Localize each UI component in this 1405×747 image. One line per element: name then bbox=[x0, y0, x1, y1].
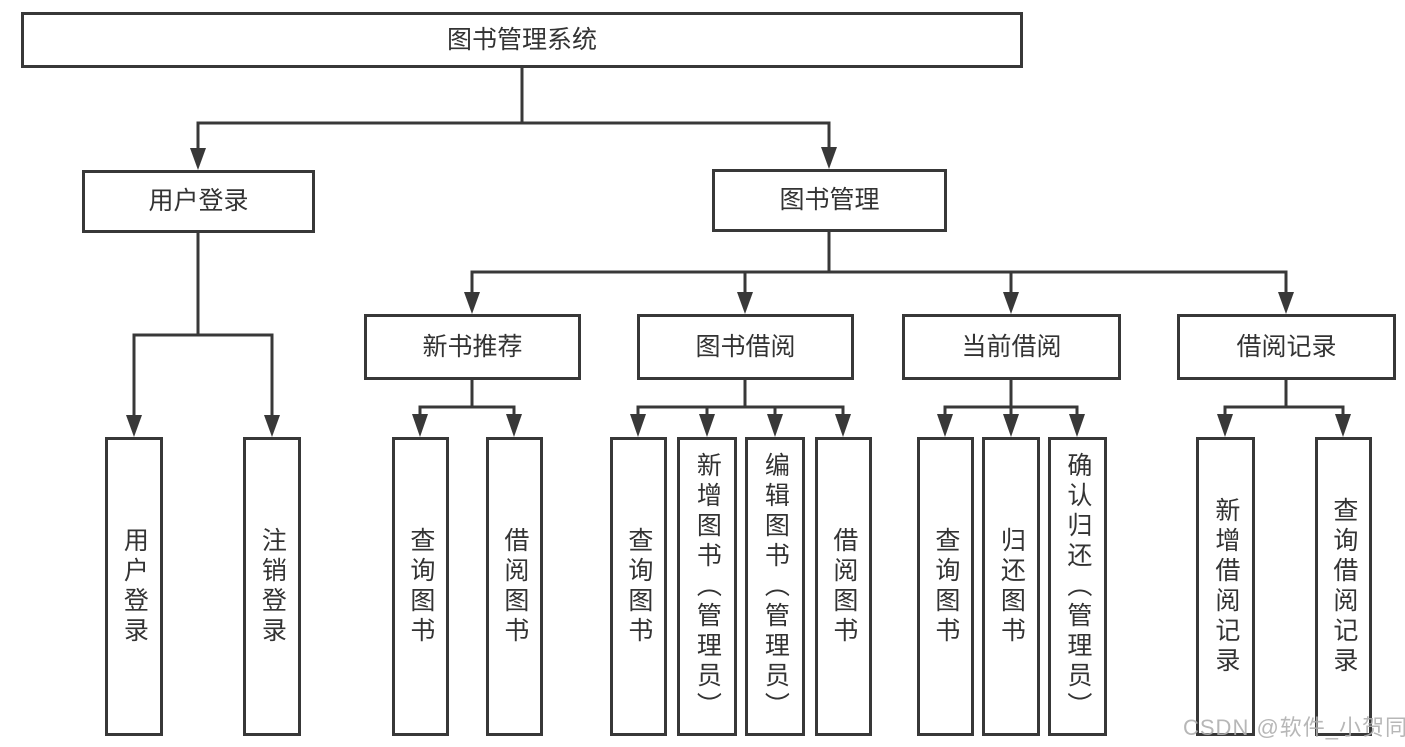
leaf-add-borrow-record: 新增借阅记录 bbox=[1196, 437, 1255, 736]
leaf-current-query-book: 查询图书 bbox=[917, 437, 974, 736]
node-label: 借阅记录 bbox=[1236, 332, 1337, 361]
node-book-borrowing: 图书借阅 bbox=[637, 314, 854, 380]
node-user-login: 用户登录 bbox=[82, 170, 315, 233]
leaf-label: 归还图书 bbox=[997, 526, 1026, 647]
leaf-label: 查询图书 bbox=[406, 526, 435, 647]
leaf-edit-book-admin: 编辑图书（管理员） bbox=[745, 437, 805, 736]
leaf-label: 新增图书（管理员） bbox=[693, 451, 722, 722]
leaf-label: 查询图书 bbox=[624, 526, 653, 647]
node-label: 当前借阅 bbox=[961, 332, 1062, 361]
leaf-logout: 注销登录 bbox=[243, 437, 301, 736]
node-current-borrowing: 当前借阅 bbox=[902, 314, 1121, 380]
leaf-query-borrow-record: 查询借阅记录 bbox=[1315, 437, 1372, 736]
csdn-watermark: CSDN @软件_小贺同学 bbox=[1183, 715, 1405, 740]
leaf-label: 查询图书 bbox=[931, 526, 960, 647]
node-label: 图书管理系统 bbox=[446, 25, 597, 54]
leaf-label: 新增借阅记录 bbox=[1211, 496, 1240, 677]
node-borrowing-records: 借阅记录 bbox=[1177, 314, 1396, 380]
leaf-borrowing-query-book: 查询图书 bbox=[610, 437, 667, 736]
node-library-management-system: 图书管理系统 bbox=[21, 12, 1023, 68]
leaf-return-book: 归还图书 bbox=[982, 437, 1040, 736]
node-label: 图书借阅 bbox=[695, 332, 796, 361]
leaf-confirm-return-admin: 确认归还（管理员） bbox=[1048, 437, 1107, 736]
leaf-recommend-borrow-book: 借阅图书 bbox=[486, 437, 543, 736]
leaf-label: 注销登录 bbox=[258, 526, 287, 647]
leaf-recommend-query-book: 查询图书 bbox=[392, 437, 449, 736]
leaf-borrowing-borrow-book: 借阅图书 bbox=[815, 437, 872, 736]
leaf-label: 编辑图书（管理员） bbox=[761, 451, 790, 722]
node-label: 用户登录 bbox=[148, 187, 249, 216]
node-label: 新书推荐 bbox=[422, 332, 523, 361]
leaf-label: 查询借阅记录 bbox=[1329, 496, 1358, 677]
node-label: 图书管理 bbox=[779, 186, 880, 215]
leaf-label: 借阅图书 bbox=[500, 526, 529, 647]
leaf-user-login: 用户登录 bbox=[105, 437, 163, 736]
leaf-add-book-admin: 新增图书（管理员） bbox=[677, 437, 737, 736]
leaf-label: 确认归还（管理员） bbox=[1063, 451, 1092, 722]
leaf-label: 用户登录 bbox=[120, 526, 149, 647]
node-new-book-recommendation: 新书推荐 bbox=[364, 314, 581, 380]
node-book-management: 图书管理 bbox=[712, 169, 947, 232]
leaf-label: 借阅图书 bbox=[829, 526, 858, 647]
